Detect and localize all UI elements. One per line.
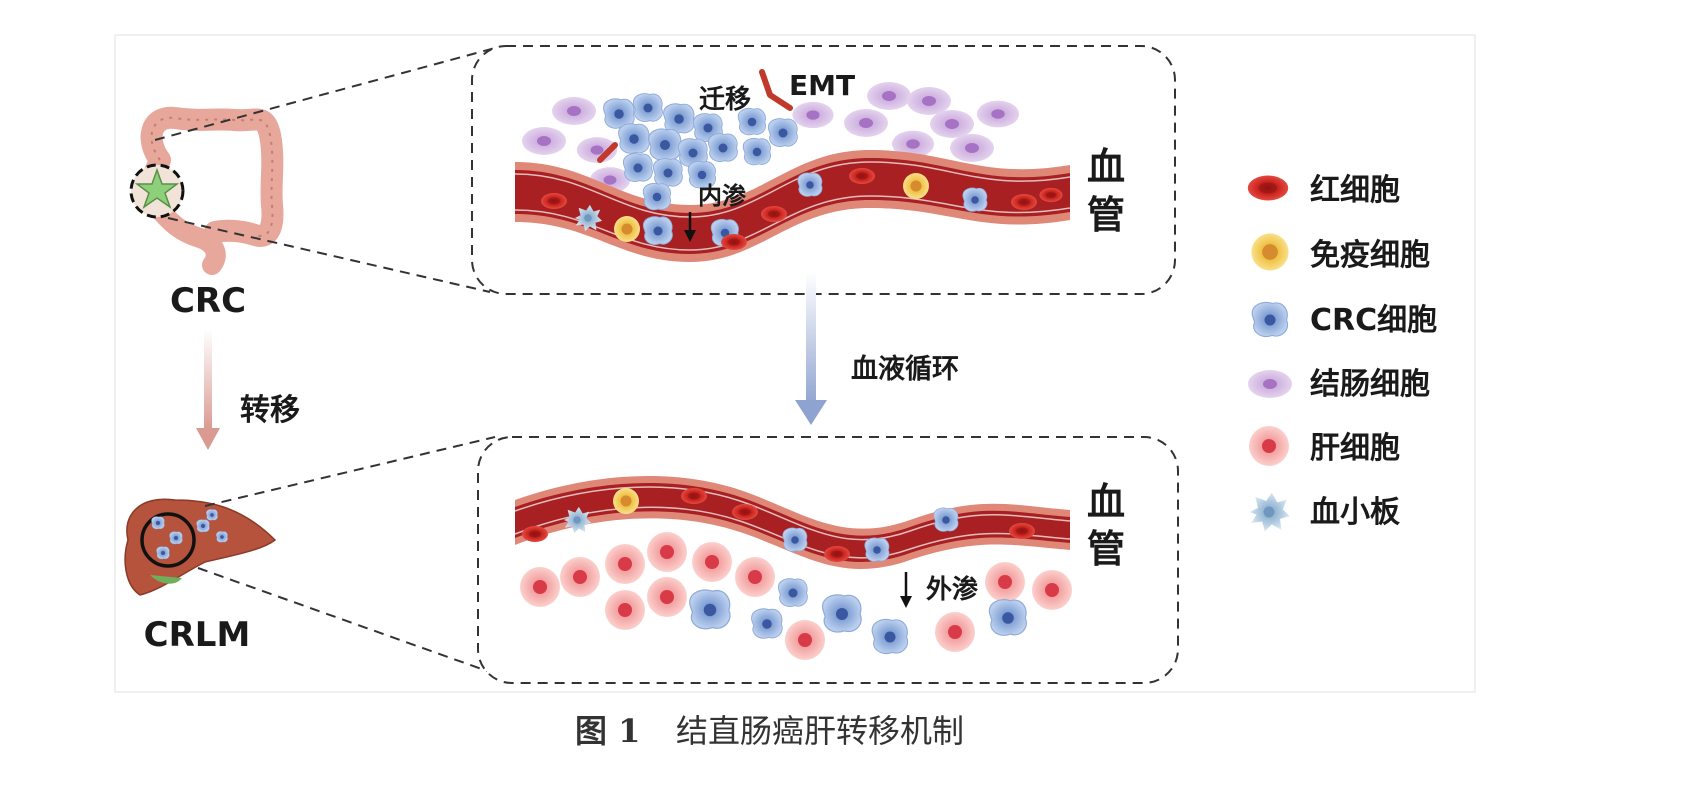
migration-label: 迁移 bbox=[699, 85, 751, 115]
legend-item-colon-cell: 结肠细胞 bbox=[1248, 367, 1430, 402]
legend-item-platelet: 血小板 bbox=[1249, 492, 1400, 532]
hepatocyte-icon bbox=[1249, 426, 1289, 466]
top-tumor-cells bbox=[597, 69, 988, 247]
legend-label-red-blood-cell: 红细胞 bbox=[1310, 173, 1400, 208]
zoom-lines bbox=[154, 47, 496, 673]
crc-label: CRC bbox=[170, 281, 246, 321]
bottom-vessel-label-1: 血 bbox=[1087, 480, 1125, 524]
emt-label: EMT bbox=[789, 69, 855, 102]
top-vessel-label-1: 血 bbox=[1087, 145, 1125, 189]
legend-label-colon-cell: 结肠细胞 bbox=[1310, 367, 1430, 402]
immune-cell-icon bbox=[1251, 233, 1289, 271]
crlm-label: CRLM bbox=[144, 615, 251, 655]
legend-item-immune-cell: 免疫细胞 bbox=[1251, 233, 1430, 273]
circulation-label: 血液循环 bbox=[851, 354, 959, 385]
legend-item-red-blood-cell: 红细胞 bbox=[1247, 173, 1400, 208]
colon-cell-icon bbox=[1248, 370, 1292, 398]
liver-illustration bbox=[124, 498, 277, 596]
legend-label-immune-cell: 免疫细胞 bbox=[1310, 238, 1430, 273]
caption-title: 结直肠癌肝转移机制 bbox=[676, 712, 964, 750]
legend-label-platelet: 血小板 bbox=[1310, 495, 1400, 530]
red-blood-cell-icon bbox=[1247, 175, 1289, 201]
metastasis-arrow bbox=[196, 330, 220, 450]
intravasation-arrow bbox=[684, 212, 696, 242]
tumor-star-icon bbox=[134, 167, 180, 209]
top-vessel-label-2: 管 bbox=[1087, 193, 1125, 237]
bottom-vessel-label-2: 管 bbox=[1087, 527, 1125, 571]
liver-metastasis-marker bbox=[140, 512, 196, 568]
legend-item-crc-cell: CRC细胞 bbox=[1251, 301, 1437, 338]
legend-label-crc-cell: CRC细胞 bbox=[1310, 303, 1437, 338]
figure-caption: 图 1 结直肠癌肝转移机制 bbox=[575, 712, 964, 750]
colon-illustration bbox=[129, 106, 284, 275]
legend: 红细胞 免疫细胞 CRC细胞 结肠细胞 肝细胞 血小板 bbox=[1247, 173, 1437, 532]
intravasation-label: 内渗 bbox=[698, 182, 747, 210]
metastasis-label: 转移 bbox=[240, 393, 300, 428]
circulation-arrow bbox=[795, 272, 827, 425]
extravasation-arrow bbox=[900, 572, 912, 608]
legend-item-hepatocyte: 肝细胞 bbox=[1249, 426, 1400, 466]
crc-cell-icon bbox=[1251, 301, 1289, 338]
caption-number: 图 1 bbox=[575, 712, 640, 750]
legend-label-hepatocyte: 肝细胞 bbox=[1310, 431, 1400, 466]
extravasation-label: 外渗 bbox=[926, 574, 979, 605]
